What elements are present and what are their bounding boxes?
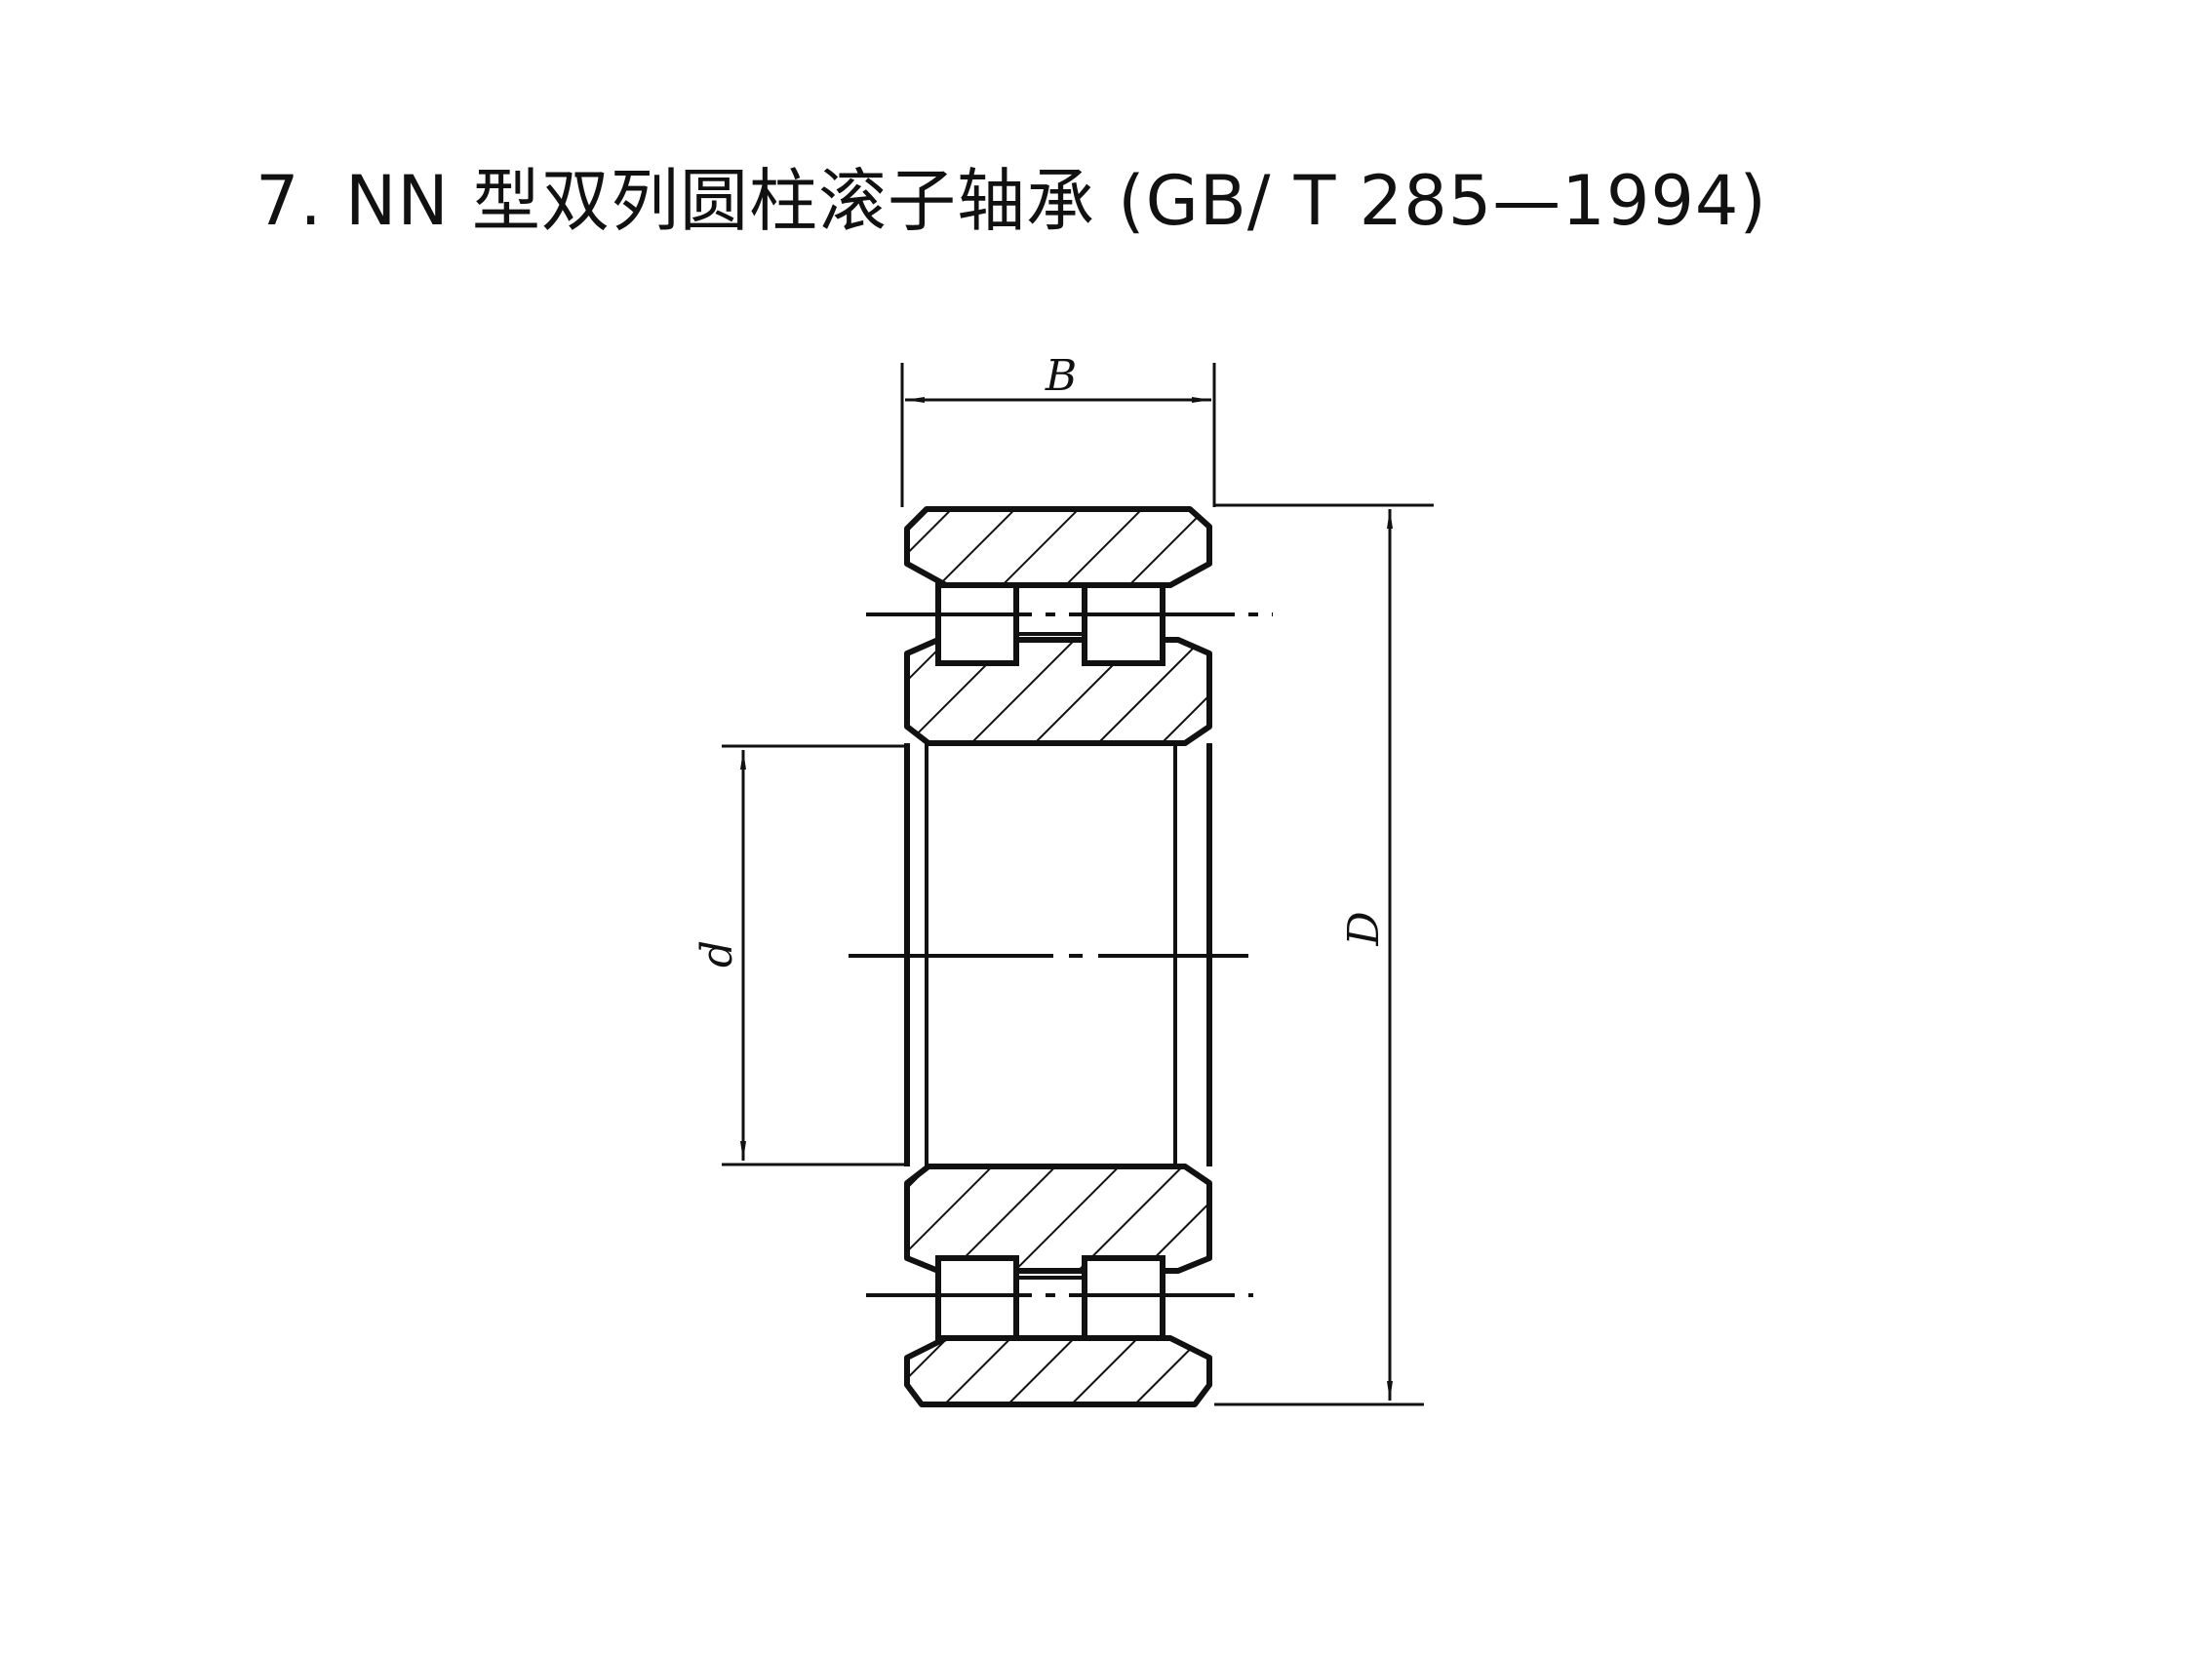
d-outer-label: D [1339, 911, 1389, 946]
b-label: B [1045, 351, 1077, 401]
page-title: 7. NN 型双列圆柱滚子轴承 (GB/ T 285—1994) [256, 161, 1767, 241]
roller-top-right [1082, 582, 1165, 666]
roller-bottom-left [935, 1255, 1019, 1341]
inner-ring-bottom [904, 1164, 1212, 1274]
d-bore-label: d [692, 940, 742, 968]
outer-ring-top [904, 506, 1212, 588]
outer-ring-bottom [904, 1335, 1212, 1407]
roller-bottom-right [1082, 1255, 1165, 1341]
roller-top-left [935, 582, 1019, 666]
